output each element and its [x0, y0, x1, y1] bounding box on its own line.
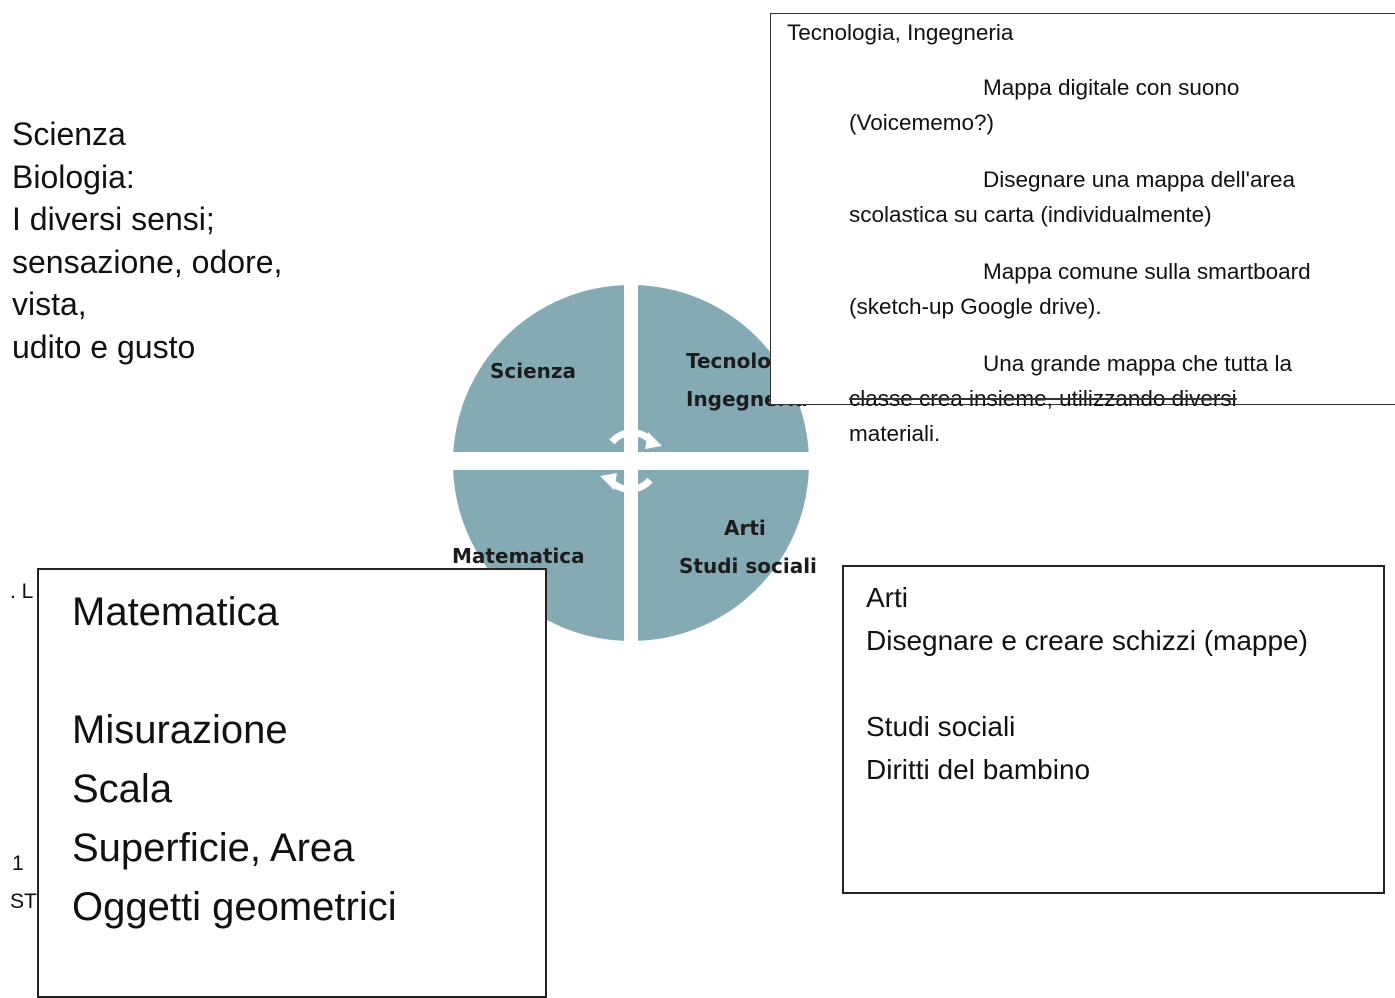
- technology-title: Tecnologia, Ingegneria: [787, 20, 1014, 45]
- math-line: Superficie, Area: [72, 826, 355, 870]
- math-line: Misurazione: [72, 708, 288, 752]
- science-notes: Scienza Biologia: I diversi sensi; sensa…: [12, 113, 282, 368]
- quadrant-label-arti: Arti: [724, 516, 766, 540]
- item-line: materiali.: [849, 421, 941, 446]
- arts-line: Diritti del bambino: [866, 754, 1091, 785]
- quadrant-label-matematica: Matematica: [452, 544, 585, 568]
- item-line: Disegnare una mappa dell'area: [983, 167, 1296, 192]
- science-line: vista,: [12, 286, 87, 322]
- item-line: classe crea insieme, utilizzando diversi: [849, 386, 1237, 411]
- science-line: Scienza: [12, 116, 126, 152]
- science-line: Biologia:: [12, 158, 135, 195]
- hidden-text-fragment: . L: [10, 580, 34, 603]
- science-line: I diversi sensi;: [12, 201, 215, 237]
- item-line: Mappa comune sulla smartboard: [983, 259, 1311, 284]
- list-item: Mappa comune sulla smartboard (sketch-up…: [849, 254, 1379, 324]
- technology-list: Mappa digitale con suono (Voicememo?) Di…: [849, 70, 1379, 473]
- science-line: udito e gusto: [12, 328, 196, 365]
- math-line: Scala: [72, 767, 173, 811]
- arts-line: Disegnare e creare schizzi (mappe): [866, 625, 1308, 656]
- quadrant-label-studi-sociali: Studi sociali: [679, 554, 817, 578]
- arts-title: Arti: [866, 582, 908, 613]
- item-line: (sketch-up Google drive).: [849, 294, 1102, 319]
- quadrant-label-scienza: Scienza: [490, 359, 577, 383]
- math-content: Matematica Misurazione Scala Superficie,…: [72, 583, 397, 937]
- hidden-text-fragment: ST: [10, 890, 37, 913]
- list-item: Disegnare una mappa dell'area scolastica…: [849, 162, 1379, 232]
- list-item: Una grande mappa che tutta la classe cre…: [849, 346, 1379, 451]
- hidden-text-fragment: 1: [12, 852, 24, 875]
- math-line: Oggetti geometrici: [72, 885, 397, 929]
- arts-line: [866, 662, 1308, 705]
- arts-line: Studi sociali: [866, 711, 1016, 742]
- item-line: (Voicememo?): [849, 110, 995, 135]
- item-line: scolastica su carta (individualmente): [849, 202, 1212, 227]
- science-line: sensazione, odore,: [12, 243, 283, 280]
- list-item: Mappa digitale con suono (Voicememo?): [849, 70, 1379, 140]
- math-line: [72, 642, 397, 701]
- math-title: Matematica: [72, 590, 279, 634]
- math-panel: [37, 568, 547, 998]
- item-line: Una grande mappa che tutta la: [983, 351, 1292, 376]
- arts-panel: [842, 565, 1385, 894]
- item-line: Mappa digitale con suono: [983, 75, 1240, 100]
- technology-panel: [770, 13, 1395, 405]
- arts-content: Arti Disegnare e creare schizzi (mappe) …: [866, 576, 1308, 791]
